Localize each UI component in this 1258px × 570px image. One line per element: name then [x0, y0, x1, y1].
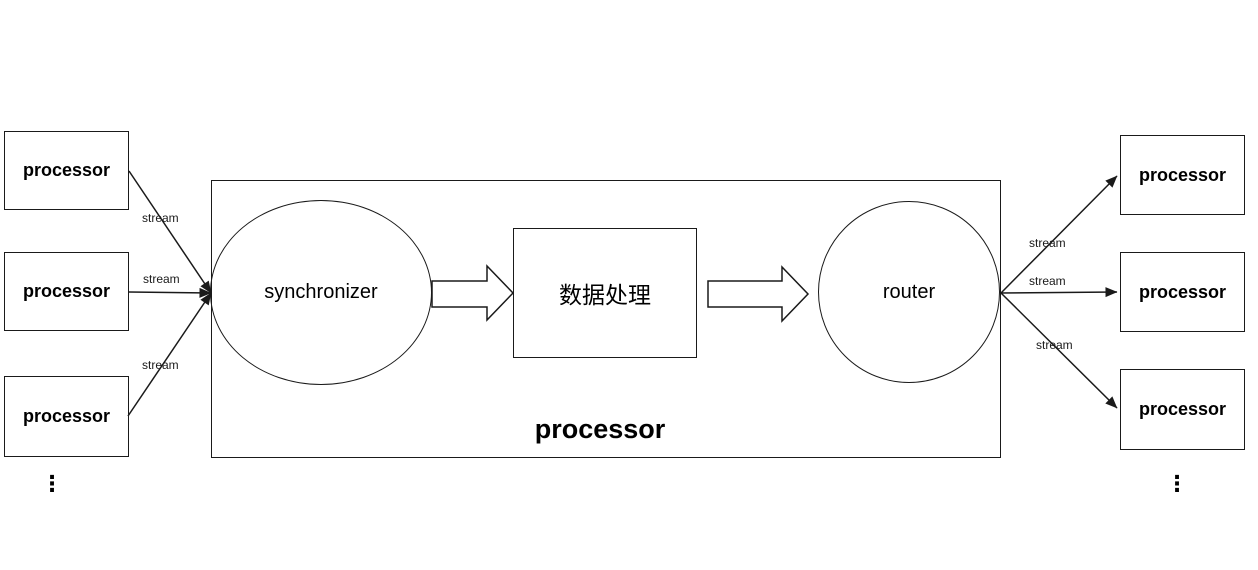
router-node: router: [818, 201, 1000, 383]
right-processor-label-3: processor: [1138, 399, 1227, 419]
left-processor-label-2: processor: [22, 281, 111, 301]
stream-label-left-2: stream: [143, 272, 180, 286]
more-right-processors-ellipsis: ⋮: [1166, 472, 1188, 497]
stream-arrow-right-2: [1000, 287, 1118, 298]
processor-container-box: [211, 180, 1001, 458]
left-processor-box-1: processor: [4, 131, 129, 210]
stream-label-right-3: stream: [1036, 338, 1073, 352]
left-processor-box-3: processor: [4, 376, 129, 457]
processor-container-label: processor: [534, 414, 666, 444]
stream-arrow-left-2: [128, 287, 212, 298]
synchronizer-label: synchronizer: [264, 281, 378, 303]
right-processor-box-2: processor: [1120, 252, 1245, 332]
left-processor-label-1: processor: [22, 160, 111, 180]
data-processing-label: 数据处理: [559, 282, 651, 308]
stream-label-left-1: stream: [142, 211, 179, 225]
stream-label-left-3: stream: [142, 358, 179, 372]
left-processor-label-3: processor: [22, 406, 111, 426]
left-processor-box-2: processor: [4, 252, 129, 331]
synchronizer-node: synchronizer: [210, 200, 432, 385]
stream-arrow-left-3: [127, 292, 212, 417]
right-processor-label-1: processor: [1138, 164, 1227, 185]
more-left-processors-ellipsis: ⋮: [41, 472, 63, 497]
router-label: router: [882, 280, 936, 303]
right-processor-label-2: processor: [1138, 281, 1227, 302]
stream-label-right-2: stream: [1029, 274, 1066, 288]
right-processor-box-3: processor: [1120, 369, 1245, 450]
right-processor-box-1: processor: [1120, 135, 1245, 215]
data-processing-box: 数据处理: [513, 228, 697, 358]
stream-label-right-1: stream: [1029, 236, 1066, 250]
